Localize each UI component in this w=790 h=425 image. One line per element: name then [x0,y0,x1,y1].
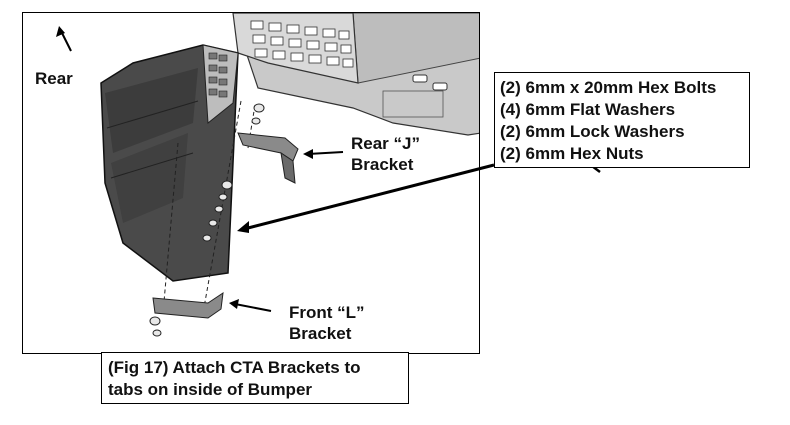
hardware-item: (2) 6mm Lock Washers [500,122,685,141]
hardware-item: (4) 6mm Flat Washers [500,100,676,119]
rear-j-label-line1: Rear “J” [351,134,420,153]
front-l-label-line1: Front “L” [289,303,365,322]
front-l-label-line2: Bracket [289,324,352,343]
figure-frame: Rear Rear “J” Bracket Front “L” Bracket [22,12,480,354]
caption-line-2: tabs on inside of Bumper [108,380,313,399]
hardware-item: (2) 6mm Hex Nuts [500,144,644,163]
rear-j-bracket-label: Rear “J” Bracket [351,133,420,175]
bumper-illustration [56,13,479,337]
rear-j-label-line2: Bracket [351,155,414,174]
figure-caption: (Fig 17) Attach CTA Brackets to tabs on … [101,352,409,404]
hardware-list-box: (2) 6mm x 20mm Hex Bolts (4) 6mm Flat Wa… [494,72,750,168]
front-l-bracket-label: Front “L” Bracket [289,302,365,344]
caption-line-1: (Fig 17) Attach CTA Brackets to [108,358,361,377]
rear-label: Rear [35,69,73,88]
hardware-item: (2) 6mm x 20mm Hex Bolts [500,78,717,97]
